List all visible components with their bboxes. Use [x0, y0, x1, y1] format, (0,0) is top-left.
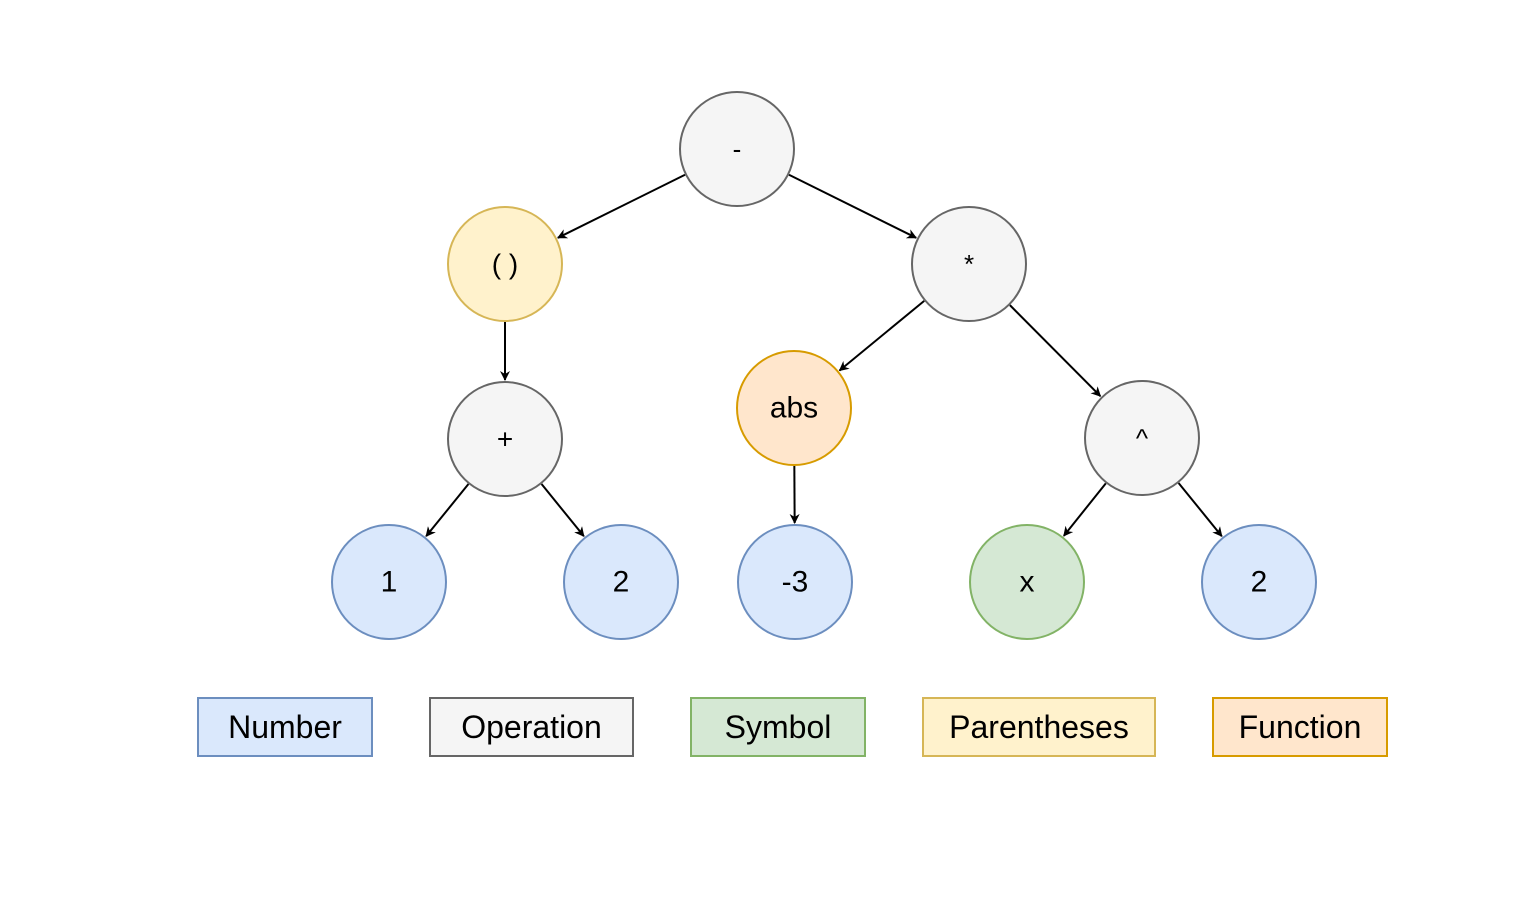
node-label-plus: + [497, 424, 513, 455]
legend-item-operation: Operation [429, 697, 634, 757]
legend-item-function: Function [1212, 697, 1388, 757]
legend-item-symbol: Symbol [690, 697, 866, 757]
legend-label-number: Number [228, 709, 342, 745]
node-x: x [969, 524, 1085, 640]
node-circle-plus [447, 381, 563, 497]
node-label-paren: ( ) [492, 249, 518, 280]
legend-swatch-function [1212, 697, 1388, 757]
legend-swatch-number [197, 697, 373, 757]
edge-mult-to-abs [838, 300, 925, 372]
node-abs: abs [736, 350, 852, 466]
node-two_a: 2 [563, 524, 679, 640]
legend-swatch-operation [429, 697, 634, 757]
node-plus: + [447, 381, 563, 497]
node-paren: ( ) [447, 206, 563, 322]
node-circle-paren [447, 206, 563, 322]
edge-plus-to-one [425, 483, 470, 537]
tree-nodes: - ( ) * + abs ^ 1 2 -3 x 2 [331, 91, 1317, 640]
legend-swatch-symbol [690, 697, 866, 757]
node-circle-minus [679, 91, 795, 207]
legend-label-symbol: Symbol [725, 709, 832, 745]
node-circle-mult [911, 206, 1027, 322]
edge-pow-to-two_b [1177, 482, 1223, 537]
legend-item-parentheses: Parentheses [922, 697, 1156, 757]
node-circle-abs [736, 350, 852, 466]
node-one: 1 [331, 524, 447, 640]
node-label-mult: * [964, 249, 974, 279]
node-label-x: x [1020, 566, 1035, 599]
node-mult: * [911, 206, 1027, 322]
edge-pow-to-x [1063, 482, 1107, 537]
node-label-two_a: 2 [613, 566, 630, 599]
node-label-pow: ^ [1136, 423, 1149, 453]
node-circle-one [331, 524, 447, 640]
legend-label-operation: Operation [461, 709, 602, 745]
edge-minus-to-paren [556, 173, 686, 239]
edge-minus-to-mult [788, 173, 918, 239]
edge-plus-to-two_a [540, 483, 585, 537]
edge-mult-to-pow [1009, 304, 1102, 397]
node-minus: - [679, 91, 795, 207]
node-circle-two_b [1201, 524, 1317, 640]
legend-label-function: Function [1239, 709, 1362, 745]
node-circle-neg3 [737, 524, 853, 640]
node-circle-x [969, 524, 1085, 640]
legend: Number Operation Symbol Parentheses Function [197, 697, 1388, 757]
legend-label-parentheses: Parentheses [949, 709, 1129, 745]
node-label-one: 1 [381, 566, 398, 599]
tree-edges [425, 173, 1223, 537]
node-two_b: 2 [1201, 524, 1317, 640]
node-label-minus: - [733, 134, 742, 164]
node-label-two_b: 2 [1251, 566, 1268, 599]
node-pow: ^ [1084, 380, 1200, 496]
legend-swatch-parentheses [922, 697, 1156, 757]
legend-item-number: Number [197, 697, 373, 757]
node-neg3: -3 [737, 524, 853, 640]
node-circle-pow [1084, 380, 1200, 496]
node-circle-two_a [563, 524, 679, 640]
node-label-abs: abs [770, 392, 818, 425]
node-label-neg3: -3 [782, 566, 809, 599]
